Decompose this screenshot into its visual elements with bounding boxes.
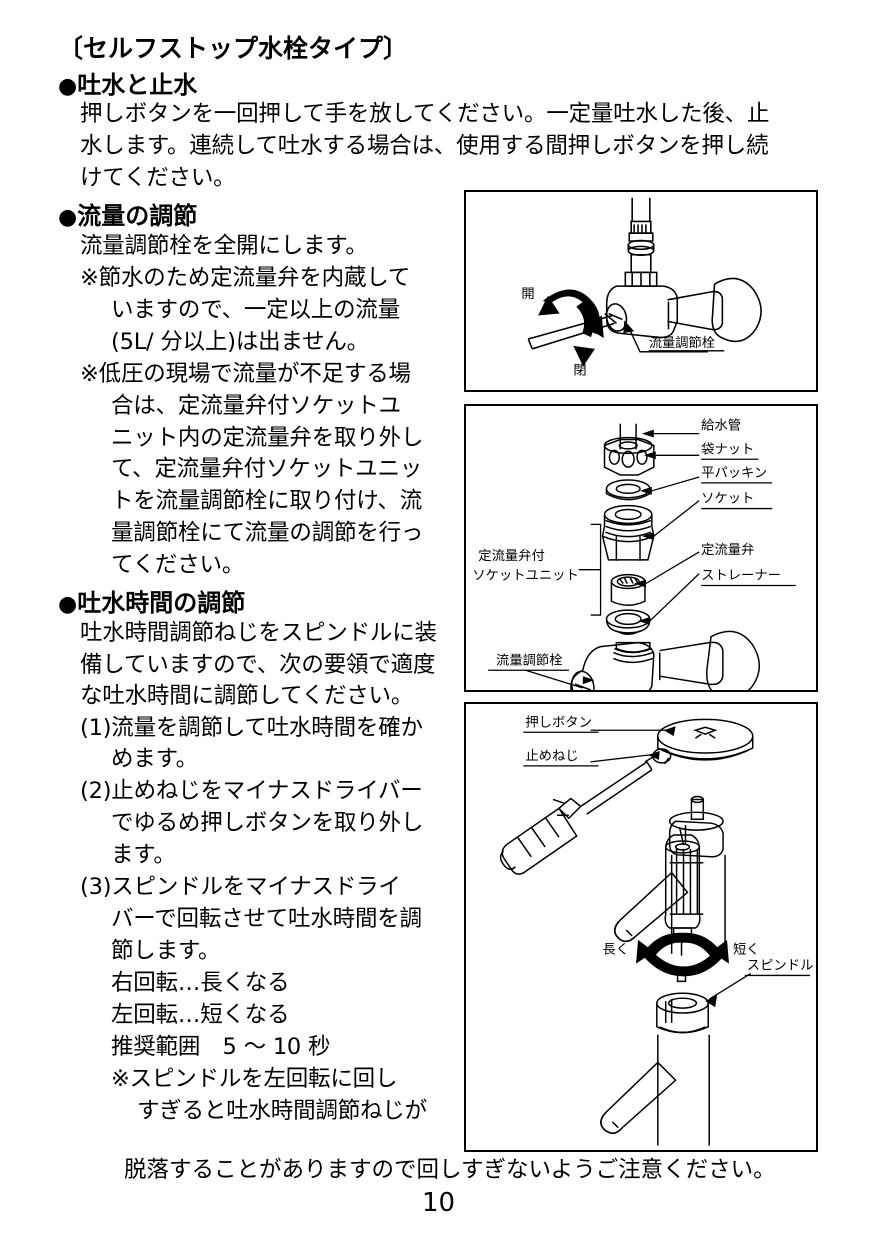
caution-line: すぎると吐水時間調節ねじが xyxy=(137,1097,427,1124)
paragraph-line: 水します。連続して吐水する場合は、使用する間押しボタンを押し続 xyxy=(80,133,769,160)
figure-exploded-socket-unit: 給水管 袋ナット 平パッキン ソケット 定流量弁 ストレーナー 定流量弁付 ソケ… xyxy=(464,404,818,692)
section-heading-label: 吐水時間の調節 xyxy=(77,589,246,618)
label-flow-control-valve: 流量調節栓 xyxy=(496,652,562,668)
label-push-button: 押しボタン xyxy=(525,714,592,730)
rotation-guide-line: 推奨範囲 5 〜 10 秒 xyxy=(111,1033,331,1060)
section-heading-discharge-stop: ●吐水と止水 xyxy=(58,71,458,100)
step-line: 節します。 xyxy=(111,938,221,965)
label-socket-unit-line2: ソケットユニット xyxy=(472,568,578,584)
step-line: 止めねじをマイナスドライバー xyxy=(111,778,423,805)
note-item: ※節水のため定流量弁を内蔵して xyxy=(80,263,458,295)
label-close: 閉 xyxy=(573,363,586,378)
rotation-guide-line: 左回転…短くなる xyxy=(111,1001,290,1028)
note-marker: ※ xyxy=(80,360,99,387)
bullet-icon: ● xyxy=(58,592,78,618)
step-number: (3) xyxy=(80,874,112,901)
paragraph-line: 吐水時間調節ねじをスピンドルに装 xyxy=(80,620,437,647)
label-set-screw: 止めねじ xyxy=(525,748,578,764)
note-line: 節水のため定流量弁を内蔵して xyxy=(98,264,411,291)
step-item: (2)止めねじをマイナスドライバー xyxy=(80,776,458,808)
note-marker: ※ xyxy=(80,264,99,291)
step-line: 流量を調節して吐水時間を確か xyxy=(111,714,423,741)
step-number: (2) xyxy=(80,778,112,805)
note-line: てください。 xyxy=(111,552,245,579)
note-line: て、定流量弁付ソケットユニッ xyxy=(111,456,423,483)
figure-valve-rotation: 流量調節栓 開 閉 xyxy=(464,190,818,392)
step-line: ます。 xyxy=(111,842,176,869)
page-title: 〔セルフストップ水栓タイプ〕 xyxy=(58,34,409,63)
bullet-icon: ● xyxy=(58,205,78,231)
page-number: 10 xyxy=(421,1188,456,1218)
label-open: 開 xyxy=(521,287,534,302)
paragraph-line: 押しボタンを一回押して手を放してください。一定量吐水した後、止 xyxy=(80,101,770,128)
step-line: めます。 xyxy=(111,746,198,773)
label-flow-control-valve: 流量調節栓 xyxy=(649,335,715,351)
figure-pushbutton-spindle: 押しボタン 止めねじ 長く 短く スピンドル xyxy=(464,702,818,1152)
note-line: ニット内の定流量弁を取り外し xyxy=(111,424,424,451)
section-heading-label: 流量の調節 xyxy=(77,202,198,231)
paragraph-line: 備していますので、次の要領で適度 xyxy=(80,651,436,678)
section-heading-discharge-time: ●吐水時間の調節 xyxy=(58,589,458,618)
label-shorter: 短く xyxy=(733,942,760,958)
caution-marker: ※ xyxy=(111,1065,130,1092)
note-line: (5L/ 分以上)は出ません。 xyxy=(111,328,369,355)
label-socket: ソケット xyxy=(701,491,754,507)
section-heading-flow-adjustment: ●流量の調節 xyxy=(58,202,458,231)
caution-line: スピンドルを左回転に回し xyxy=(129,1065,398,1092)
step-number: (1) xyxy=(80,714,112,741)
bullet-icon: ● xyxy=(58,73,78,99)
label-cap-nut: 袋ナット xyxy=(701,441,754,457)
caution-item: ※スピンドルを左回転に回し xyxy=(111,1064,458,1096)
paragraph-line: けてください。 xyxy=(80,165,236,192)
step-item: (1)流量を調節して吐水時間を確か xyxy=(80,713,458,745)
rotation-guide-line: 右回転…長くなる xyxy=(111,970,290,997)
label-spindle: スピンドル xyxy=(747,958,814,974)
caution-final-line: 脱落することがありますので回しすぎないようご注意ください。 xyxy=(124,1157,776,1183)
note-line: トを流量調節栓に取り付け、流 xyxy=(111,488,423,515)
step-line: バーで回転させて吐水時間を調 xyxy=(111,906,422,933)
text-column: 〔セルフストップ水栓タイプ〕 ●吐水と止水 押しボタンを一回押して手を放してくだ… xyxy=(58,34,769,1128)
section-heading-label: 吐水と止水 xyxy=(77,70,198,99)
note-line: 量調節栓にて流量の調節を行っ xyxy=(111,520,424,547)
paragraph-line: 流量調節栓を全開にします。 xyxy=(80,232,368,259)
note-line: 低圧の現場で流量が不足する場 xyxy=(98,360,411,387)
step-line: でゆるめ押しボタンを取り外し xyxy=(111,810,424,837)
step-item: (3)スピンドルをマイナスドライ xyxy=(80,872,458,904)
label-constant-flow-valve: 定流量弁 xyxy=(701,542,754,558)
note-item: ※低圧の現場で流量が不足する場 xyxy=(80,359,458,391)
label-socket-unit-line1: 定流量弁付 xyxy=(478,548,544,564)
step-line: スピンドルをマイナスドライ xyxy=(111,874,401,901)
label-longer: 長く xyxy=(602,943,629,958)
paragraph-line: な吐水時間に調節してください。 xyxy=(80,683,414,710)
note-line: 合は、定流量弁付ソケットユ xyxy=(111,392,401,419)
label-strainer: ストレーナー xyxy=(701,569,781,584)
note-line: いますので、一定以上の流量 xyxy=(111,296,401,323)
label-supply-pipe: 給水管 xyxy=(701,418,741,434)
label-flat-packing: 平パッキン xyxy=(701,465,767,481)
